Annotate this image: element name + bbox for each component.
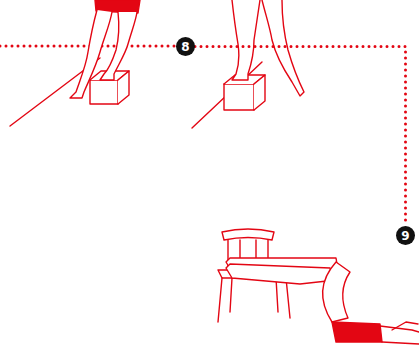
floor-line (192, 62, 262, 128)
dotted-guide (0, 45, 176, 48)
step-box (118, 71, 129, 104)
callout-number: 9 (396, 226, 415, 245)
callout-label: 9 (396, 226, 415, 245)
callout-number: 8 (176, 37, 195, 56)
leg (232, 0, 260, 80)
callout-label: 8 (176, 37, 195, 56)
chair-leg (218, 278, 290, 322)
callout-circle (176, 37, 195, 56)
dotted-connector (195, 47, 406, 227)
step-box (254, 75, 265, 110)
thigh (323, 262, 350, 322)
step-box (224, 84, 254, 110)
leg (262, 0, 304, 96)
leg (70, 10, 112, 98)
step-box (90, 80, 118, 104)
shorts (332, 322, 382, 342)
chair-back (222, 229, 274, 240)
callout-circle (396, 226, 415, 245)
arm (392, 322, 418, 330)
torso (380, 326, 419, 344)
leg (226, 264, 336, 284)
leg (100, 12, 137, 80)
